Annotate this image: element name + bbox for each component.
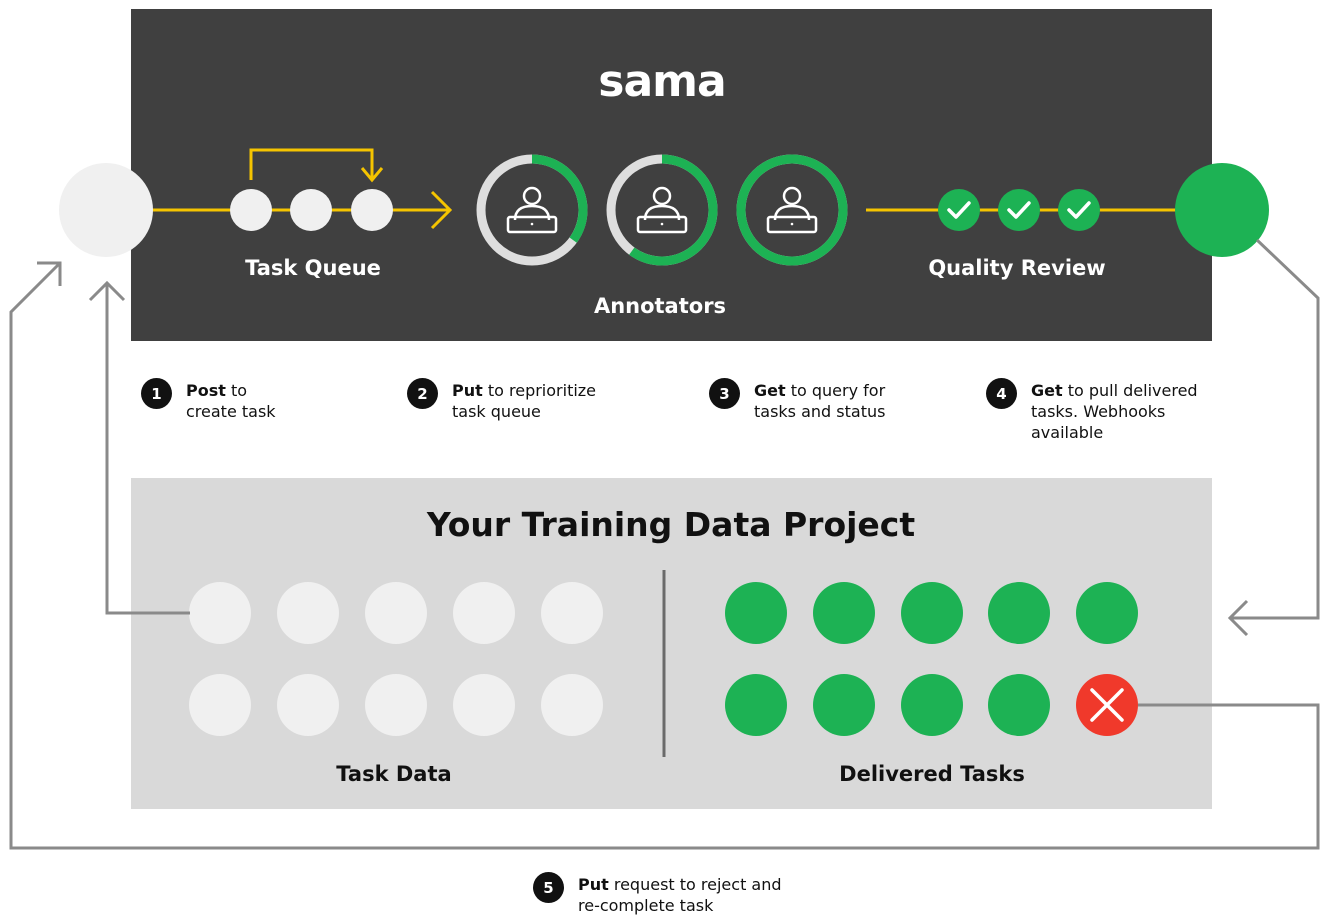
- x-icon: [1076, 674, 1138, 736]
- project-title: Your Training Data Project: [426, 505, 916, 544]
- delivered-item: [1076, 582, 1138, 644]
- step-line2: re-complete task: [578, 896, 714, 915]
- step-line2: tasks. Webhooks: [1031, 402, 1166, 421]
- step-text: Get to query for tasks and status: [754, 380, 885, 422]
- step-1: 1 Post to create task: [141, 378, 276, 422]
- task-queue-label: Task Queue: [245, 256, 381, 280]
- task-data-label: Task Data: [336, 762, 451, 786]
- quality-review-label: Quality Review: [928, 256, 1105, 280]
- step-2: 2 Put to reprioritize task queue: [407, 378, 596, 422]
- queue-item: [351, 189, 393, 231]
- annotator: [606, 154, 718, 266]
- task-data-item: [189, 582, 251, 644]
- step-line2: tasks and status: [754, 402, 886, 421]
- check-icon: [1058, 189, 1100, 231]
- step-3: 3 Get to query for tasks and status: [709, 378, 885, 422]
- step-verb: Put: [578, 875, 609, 894]
- sama-logo: sama: [598, 56, 725, 107]
- annotators-group: [476, 154, 848, 266]
- annotator: [476, 154, 588, 266]
- step-line1: request to reject and: [608, 875, 782, 894]
- task-data-item: [365, 674, 427, 736]
- annotator: [736, 154, 848, 266]
- step-line1: to pull delivered: [1062, 381, 1198, 400]
- task-data-item: [189, 674, 251, 736]
- delivered-item: [725, 674, 787, 736]
- task-data-item: [365, 582, 427, 644]
- step-verb: Get: [1031, 381, 1063, 400]
- step-number: 3: [709, 378, 740, 409]
- task-data-item: [453, 674, 515, 736]
- step-line2: task queue: [452, 402, 541, 421]
- step-number: 4: [986, 378, 1017, 409]
- step-text: Get to pull delivered tasks. Webhooks av…: [1031, 380, 1198, 443]
- person-laptop-icon: [506, 186, 558, 234]
- step-line2: create task: [186, 402, 276, 421]
- delivered-item: [813, 674, 875, 736]
- queue-arrowhead: [430, 190, 453, 230]
- check-icon: [938, 189, 980, 231]
- annotators-label: Annotators: [594, 294, 726, 318]
- person-laptop-icon: [766, 186, 818, 234]
- reprioritize-arrow: [249, 148, 374, 180]
- step-text: Put request to reject and re-complete ta…: [578, 874, 782, 916]
- step-text: Put to reprioritize task queue: [452, 380, 596, 422]
- step-line3: available: [1031, 423, 1104, 442]
- step-line1: to query for: [785, 381, 886, 400]
- queue-item: [230, 189, 272, 231]
- task-data-grid: [189, 582, 603, 736]
- delivered-item: [988, 674, 1050, 736]
- task-data-item: [541, 582, 603, 644]
- queue-item: [290, 189, 332, 231]
- step-4: 4 Get to pull delivered tasks. Webhooks …: [986, 378, 1198, 443]
- step-verb: Post: [186, 381, 226, 400]
- delivered-item: [813, 582, 875, 644]
- delivered-tasks-label: Delivered Tasks: [839, 762, 1025, 786]
- task-data-item: [277, 674, 339, 736]
- step-verb: Put: [452, 381, 483, 400]
- reprioritize-arrowhead: [360, 167, 384, 183]
- delivered-item: [901, 674, 963, 736]
- task-data-item: [277, 582, 339, 644]
- person-laptop-icon: [636, 186, 688, 234]
- task-data-item: [453, 582, 515, 644]
- check-icon: [998, 189, 1040, 231]
- step-number: 1: [141, 378, 172, 409]
- task-data-item: [541, 674, 603, 736]
- output-circle: [1175, 163, 1269, 257]
- delivered-grid: [725, 582, 1138, 736]
- sama-panel: [131, 9, 1212, 341]
- step-number: 5: [533, 872, 564, 903]
- delivered-item: [901, 582, 963, 644]
- step-number: 2: [407, 378, 438, 409]
- step-line1: to reprioritize: [482, 381, 597, 400]
- delivered-item: [725, 582, 787, 644]
- step-verb: Get: [754, 381, 786, 400]
- step-text: Post to create task: [186, 380, 276, 422]
- step-line1: to: [225, 381, 248, 400]
- delivered-item: [988, 582, 1050, 644]
- input-circle: [59, 163, 153, 257]
- step-5: 5 Put request to reject and re-complete …: [533, 872, 782, 916]
- arrow-icon: [9, 238, 1320, 850]
